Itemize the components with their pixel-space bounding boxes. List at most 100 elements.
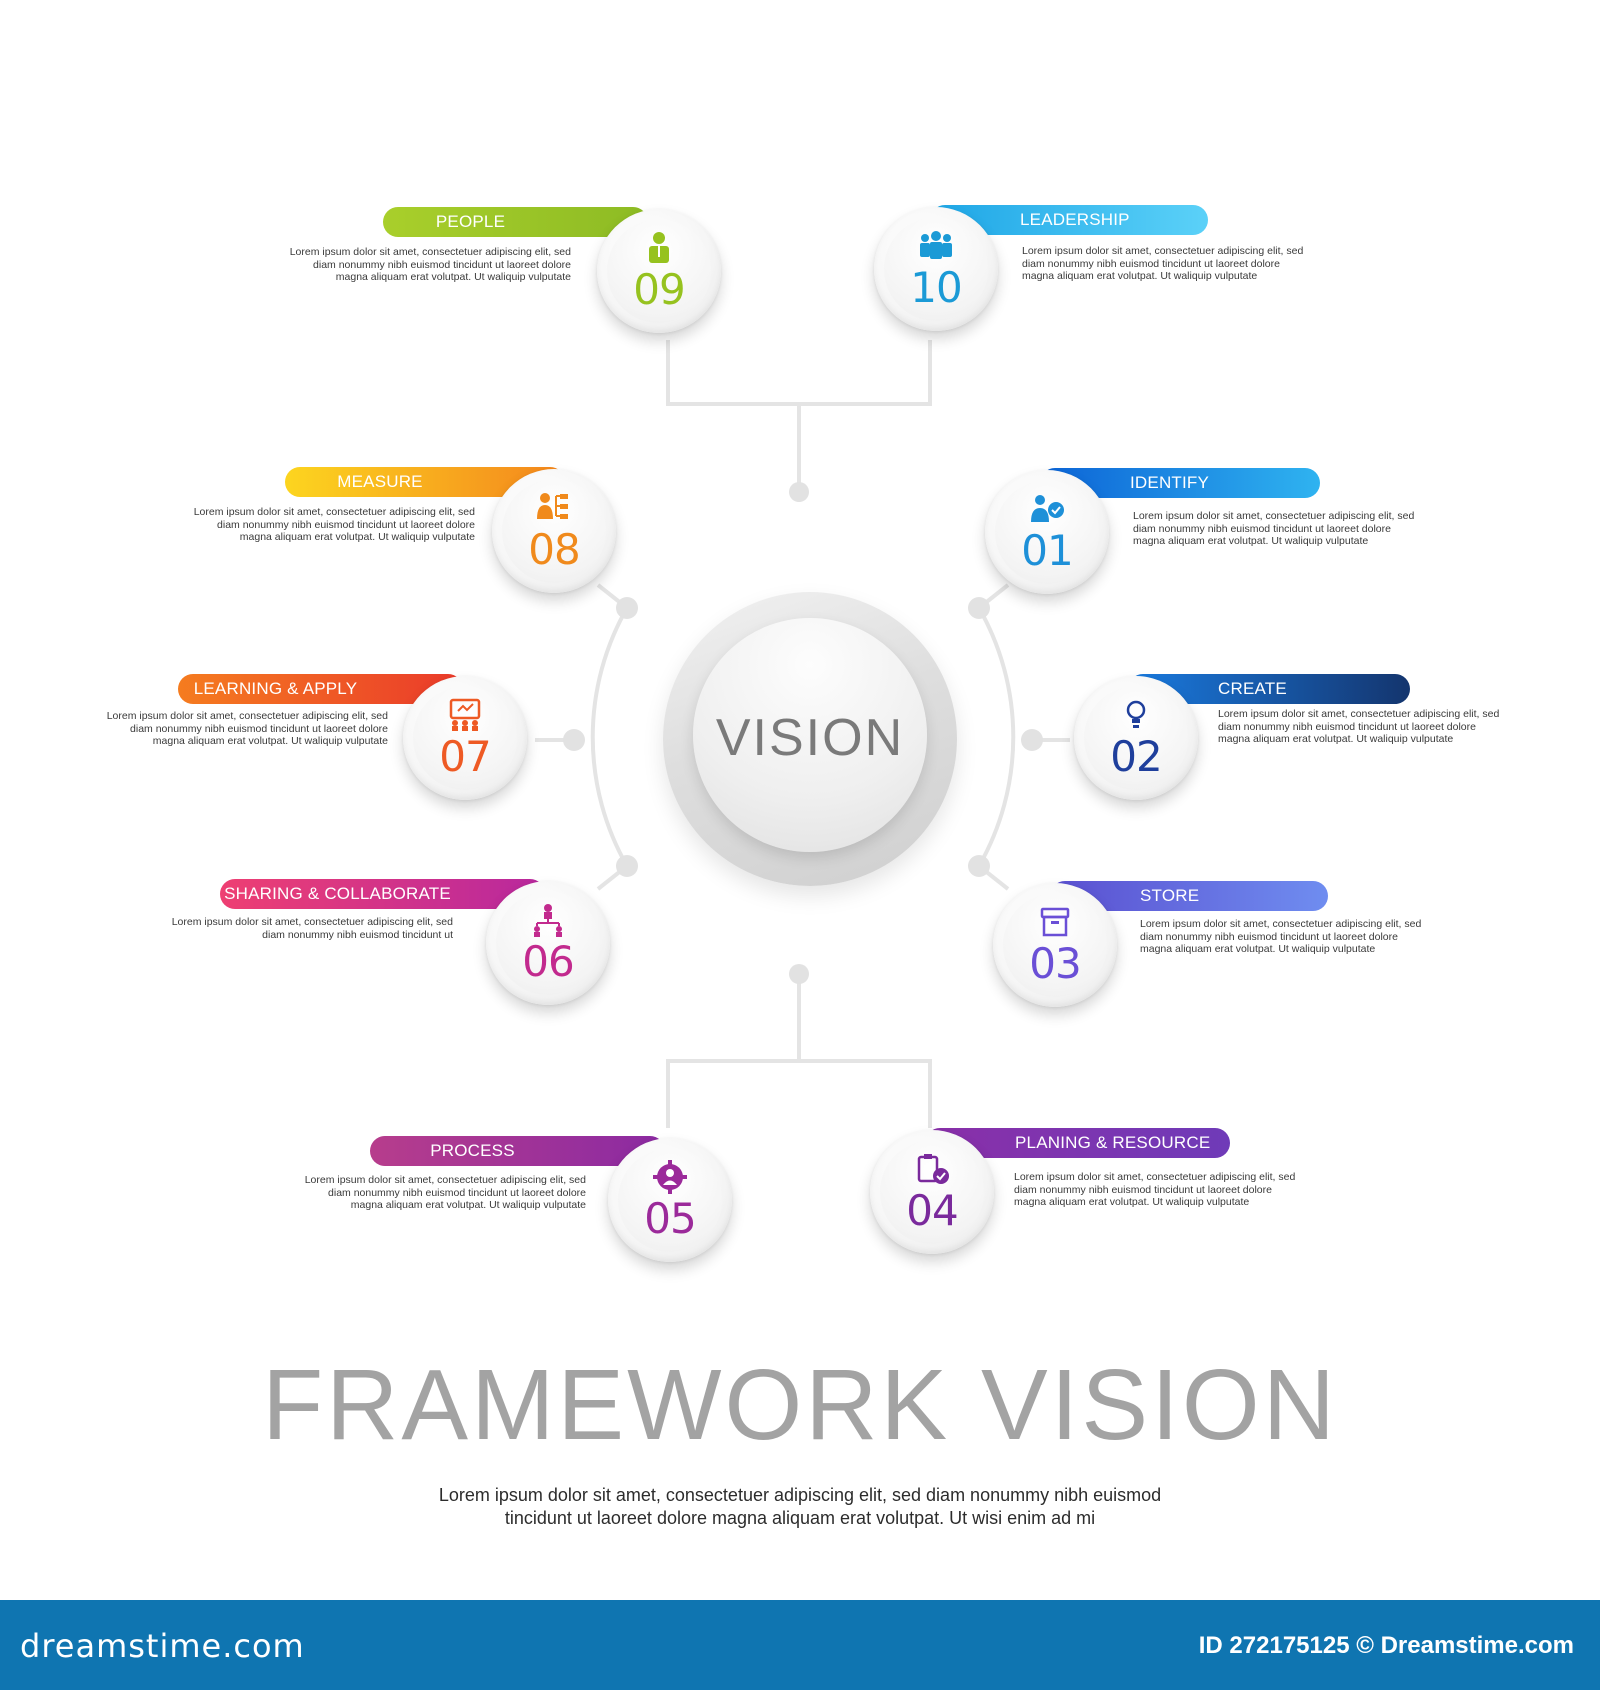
clipboard-check-icon: [913, 1152, 951, 1186]
item-number: 09: [633, 265, 685, 314]
item-number: 06: [522, 937, 574, 986]
item-description: Lorem ipsum dolor sit amet, consectetuer…: [1140, 918, 1430, 956]
item-description-line: diam nonummy nibh euismod tincidunt ut l…: [130, 722, 388, 735]
item-label: MEASURE: [337, 472, 423, 491]
item-node-inner: [502, 479, 606, 583]
item-description: Lorem ipsum dolor sit amet, consectetuer…: [163, 916, 453, 941]
item-description-line: diam nonummy nibh euismod tincidunt ut: [262, 928, 453, 941]
item-description-line: magna aliquam erat volutpat. Ut waliquip…: [239, 531, 475, 543]
org-chart-icon: [535, 491, 573, 525]
item-node: 09: [597, 209, 721, 333]
item-description: Lorem ipsum dolor sit amet, consectetuer…: [296, 1174, 586, 1212]
item-label-band: SHARING & COLLABORATE: [220, 879, 545, 909]
item-description-line: Lorem ipsum dolor sit amet, consectetuer…: [1218, 708, 1500, 720]
item-label-band: LEARNING & APPLY: [178, 674, 463, 704]
footer-brand: dreamstime.com: [20, 1627, 305, 1665]
item-label: SHARING & COLLABORATE: [224, 884, 451, 903]
item-label: PROCESS: [430, 1141, 515, 1160]
item-description-line: diam nonummy nibh euismod tincidunt ut l…: [1014, 1183, 1272, 1196]
item-description-line: diam nonummy nibh euismod tincidunt ut l…: [1218, 720, 1476, 733]
item-node-inner: [995, 480, 1099, 584]
item-description: Lorem ipsum dolor sit amet, consectetuer…: [1218, 708, 1508, 746]
item-node-inner: [413, 686, 517, 790]
page-title: FRAMEWORK VISION: [262, 1349, 1338, 1461]
footer-bar: dreamstime.com ID 272175125 © Dreamstime…: [0, 1600, 1600, 1690]
item-label-band: PEOPLE: [383, 207, 648, 237]
item-number: 03: [1029, 939, 1081, 988]
subtitle-line: Lorem ipsum dolor sit amet, consectetuer…: [438, 1485, 1162, 1505]
subtitle-line: tincidunt ut laoreet dolore magna aliqua…: [504, 1508, 1096, 1528]
item-label: IDENTIFY: [1130, 473, 1210, 492]
item-node: 06: [486, 881, 610, 1005]
item-node: 10: [874, 207, 998, 331]
item-node: 05: [608, 1138, 732, 1262]
item-description-line: Lorem ipsum dolor sit amet, consectetuer…: [106, 710, 388, 722]
item-description-line: Lorem ipsum dolor sit amet, consectetuer…: [1014, 1171, 1296, 1183]
item-description-line: diam nonummy nibh euismod tincidunt ut l…: [1133, 522, 1391, 535]
subtitle: Lorem ipsum dolor sit amet, consectetuer…: [330, 1484, 1270, 1530]
item-node: 02: [1074, 676, 1198, 800]
archive-box-icon: [1036, 905, 1074, 939]
team-network-icon: [529, 903, 567, 937]
center-label: VISION: [715, 709, 905, 767]
item-description-line: Lorem ipsum dolor sit amet, consectetuer…: [193, 506, 475, 518]
item-description-line: Lorem ipsum dolor sit amet, consectetuer…: [1133, 510, 1415, 522]
item-node-inner: [1003, 893, 1107, 997]
item-description-line: diam nonummy nibh euismod tincidunt ut l…: [313, 258, 571, 271]
item-description-line: diam nonummy nibh euismod tincidunt ut l…: [217, 518, 475, 531]
vision-center-inner: VISION: [693, 618, 927, 852]
item-label: LEARNING & APPLY: [193, 679, 358, 698]
person-icon: [640, 231, 678, 265]
item-number: 08: [528, 525, 580, 574]
item-node: 01: [985, 470, 1109, 594]
item-label: LEADERSHIP: [1020, 210, 1130, 229]
footer-id: ID 272175125 © Dreamstime.com: [1198, 1632, 1574, 1659]
item-description: Lorem ipsum dolor sit amet, consectetuer…: [281, 246, 571, 284]
item-description-line: Lorem ipsum dolor sit amet, consectetuer…: [1140, 918, 1422, 930]
vision-center-circle: VISION: [663, 592, 957, 886]
item-description-line: diam nonummy nibh euismod tincidunt ut l…: [1022, 257, 1280, 270]
item-description-line: diam nonummy nibh euismod tincidunt ut l…: [1140, 930, 1398, 943]
item-number: 02: [1110, 732, 1162, 781]
item-node-inner: [1084, 686, 1188, 790]
item-number: 01: [1021, 526, 1073, 575]
item-label: CREATE: [1218, 679, 1287, 698]
item-description-line: magna aliquam erat volutpat. Ut waliquip…: [1218, 733, 1454, 745]
item-label: PLANING & RESOURCE: [1015, 1133, 1211, 1152]
item-description-line: diam nonummy nibh euismod tincidunt ut l…: [328, 1186, 586, 1199]
item-description-line: magna aliquam erat volutpat. Ut waliquip…: [1014, 1196, 1250, 1208]
item-description-line: magna aliquam erat volutpat. Ut waliquip…: [1133, 535, 1369, 547]
item-description: Lorem ipsum dolor sit amet, consectetuer…: [1014, 1171, 1304, 1209]
item-description: Lorem ipsum dolor sit amet, consectetuer…: [1133, 510, 1423, 548]
item-description-line: Lorem ipsum dolor sit amet, consectetuer…: [304, 1174, 586, 1186]
item-node: 08: [492, 469, 616, 593]
presentation-icon: [446, 698, 484, 732]
item-node: 04: [870, 1130, 994, 1254]
item-label-band: PROCESS: [370, 1136, 665, 1166]
item-label: STORE: [1140, 886, 1200, 905]
group-icon: [917, 229, 955, 263]
item-number: 05: [644, 1194, 696, 1243]
item-node: 07: [403, 676, 527, 800]
item-description-line: magna aliquam erat volutpat. Ut waliquip…: [1022, 270, 1258, 282]
item-number: 07: [439, 732, 491, 781]
item-description: Lorem ipsum dolor sit amet, consectetuer…: [98, 710, 388, 748]
item-description-line: magna aliquam erat volutpat. Ut waliquip…: [335, 271, 571, 283]
user-check-icon: [1028, 492, 1066, 526]
item-description: Lorem ipsum dolor sit amet, consectetuer…: [185, 506, 475, 544]
gear-person-icon: [651, 1160, 689, 1194]
item-description-line: Lorem ipsum dolor sit amet, consectetuer…: [289, 246, 571, 258]
item-description-line: magna aliquam erat volutpat. Ut waliquip…: [350, 1199, 586, 1211]
item-number: 04: [906, 1186, 958, 1235]
item-description-line: Lorem ipsum dolor sit amet, consectetuer…: [171, 916, 453, 928]
connector-lines: [535, 340, 1070, 1128]
item-number: 10: [910, 263, 962, 312]
item-description-line: magna aliquam erat volutpat. Ut waliquip…: [1140, 943, 1376, 955]
item-description-line: magna aliquam erat volutpat. Ut waliquip…: [152, 735, 388, 747]
item-label: PEOPLE: [435, 212, 506, 231]
item-node: 03: [993, 883, 1117, 1007]
item-label-band: LEADERSHIP: [930, 205, 1208, 235]
item-description: Lorem ipsum dolor sit amet, consectetuer…: [1022, 245, 1312, 283]
item-description-line: Lorem ipsum dolor sit amet, consectetuer…: [1022, 245, 1304, 257]
lightbulb-icon: [1117, 698, 1155, 732]
